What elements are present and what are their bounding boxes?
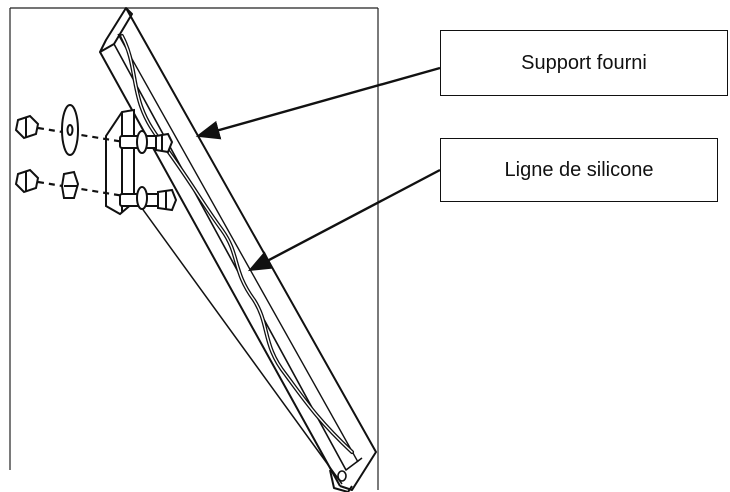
bolt-icon xyxy=(119,130,174,154)
callout-support: Support fourni xyxy=(440,30,728,96)
arrow-icon xyxy=(247,168,441,272)
washer-icon xyxy=(60,170,80,199)
bolt-icon xyxy=(119,186,178,212)
frame-lines xyxy=(9,7,379,490)
assembly-dashes xyxy=(37,126,125,198)
washer-icon xyxy=(61,104,79,156)
nut-icon xyxy=(14,168,40,194)
callout-support-label: Support fourni xyxy=(521,51,647,74)
callout-silicone-label: Ligne de silicone xyxy=(504,158,654,181)
nut-icon xyxy=(14,114,40,140)
callout-silicone: Ligne de silicone xyxy=(440,138,718,202)
support-bracket xyxy=(99,7,377,492)
arrow-icon xyxy=(195,66,441,140)
